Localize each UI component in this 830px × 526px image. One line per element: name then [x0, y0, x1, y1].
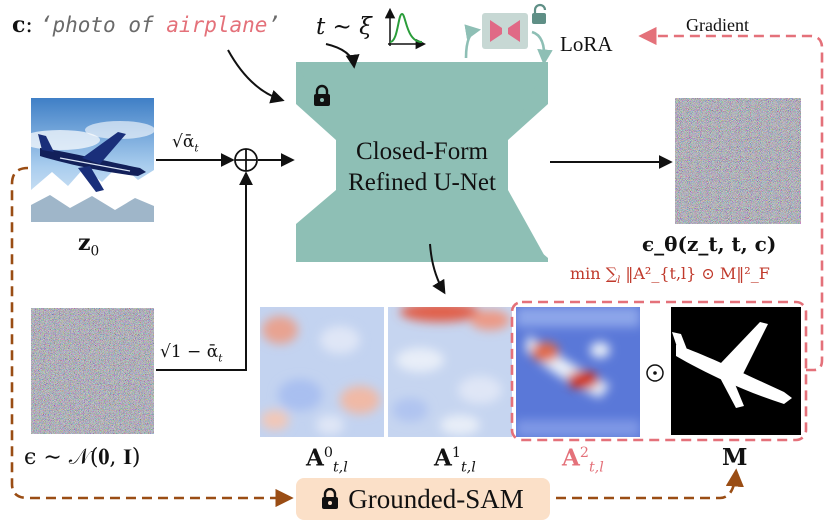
attention-heatmap-2 — [516, 307, 640, 437]
loss-region-box — [510, 300, 808, 442]
prompt-label: c: ‘photo of airplane’ — [12, 12, 281, 38]
unlock-icon — [532, 3, 547, 24]
loss-formula: min ∑l ‖A²_{t,l} ⊙ M‖²_F — [570, 264, 770, 287]
sqrt-one-minus-alpha-label: √1 − ᾱt — [160, 342, 223, 365]
lock-icon — [314, 84, 330, 106]
attention-heatmap-1 — [388, 307, 512, 437]
distribution-plot-icon — [384, 7, 427, 50]
airplane-photo — [31, 98, 154, 222]
attention-label-0: A0t,l — [306, 444, 348, 476]
timestep-label: t ∼ ξ — [316, 14, 372, 40]
grounded-sam-label: Grounded-SAM — [348, 483, 524, 514]
output-label: ϵ_θ(z_t, t, c) — [642, 232, 777, 256]
lora-module — [482, 13, 528, 49]
attention-label-2: A2t,l — [562, 444, 604, 476]
lora-label: LoRA — [560, 32, 613, 56]
mask-image — [671, 307, 801, 435]
noise-image-epsilon — [31, 308, 154, 434]
sqrt-alpha-label: √ᾱt — [172, 132, 199, 155]
attention-heatmap-0 — [260, 307, 384, 437]
z0-label: z0 — [78, 230, 100, 260]
attention-label-1: A1t,l — [434, 444, 476, 476]
epsilon-label: ϵ ∼ 𝒩(𝟎, 𝐈) — [24, 445, 141, 470]
unet-title: Closed-Form Refined U-Net — [348, 138, 496, 197]
odot-icon — [646, 364, 664, 382]
mask-label: M — [722, 444, 748, 471]
gradient-label: Gradient — [686, 15, 749, 35]
plus-circle-icon — [234, 148, 258, 172]
lock-icon — [322, 488, 339, 509]
noise-image-output — [675, 98, 801, 224]
grounded-sam-box: Grounded-SAM — [296, 478, 550, 520]
